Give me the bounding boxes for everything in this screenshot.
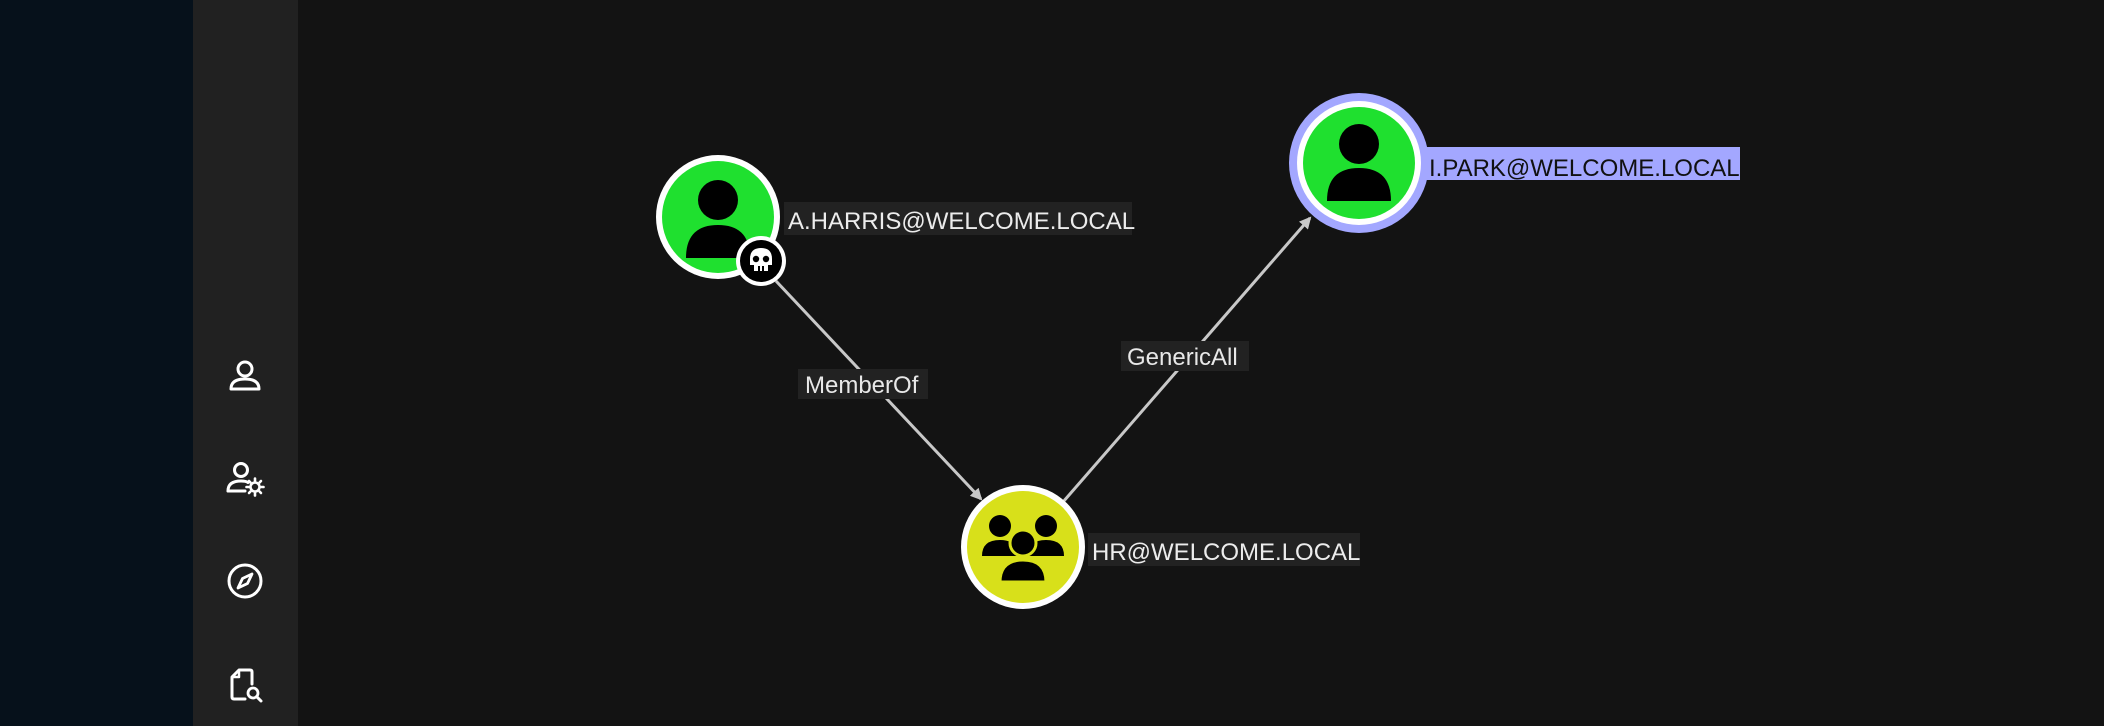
group-icon — [982, 515, 1064, 584]
user-settings-icon — [226, 462, 265, 497]
sidebar — [193, 0, 298, 726]
user-icon — [1327, 124, 1391, 201]
node-a-harris[interactable]: A.HARRIS@WELCOME.LOCAL — [656, 155, 1135, 286]
edge-label-genericall: GenericAll — [1127, 344, 1238, 371]
sidebar-item-explore[interactable] — [215, 551, 275, 611]
sidebar-item-user[interactable] — [215, 346, 275, 406]
node-label-a-harris: A.HARRIS@WELCOME.LOCAL — [788, 208, 1135, 235]
file-search-icon — [230, 668, 263, 703]
edge-genericall[interactable]: GenericAll — [1061, 216, 1312, 503]
node-i-park[interactable]: I.PARK@WELCOME.LOCAL — [1289, 93, 1740, 233]
edge-label-memberof: MemberOf — [805, 372, 919, 399]
user-icon — [686, 180, 750, 258]
node-label-bg — [784, 202, 1132, 235]
node-label-i-park: I.PARK@WELCOME.LOCAL — [1429, 155, 1740, 182]
node-label-bg-selected — [1425, 147, 1740, 180]
node-label-hr: HR@WELCOME.LOCAL — [1092, 539, 1360, 566]
node-label-bg — [1088, 533, 1360, 566]
node-hr[interactable]: HR@WELCOME.LOCAL — [961, 485, 1360, 609]
user-icon — [229, 360, 261, 391]
app-backdrop — [0, 0, 193, 726]
sidebar-item-file-search[interactable] — [215, 655, 275, 715]
edge-label-bg — [1121, 341, 1249, 371]
edge-memberof[interactable]: MemberOf — [774, 279, 983, 501]
edge-label-bg — [798, 369, 928, 399]
skull-icon — [736, 236, 786, 286]
sidebar-item-user-settings[interactable] — [215, 448, 275, 508]
compass-icon — [227, 563, 263, 599]
